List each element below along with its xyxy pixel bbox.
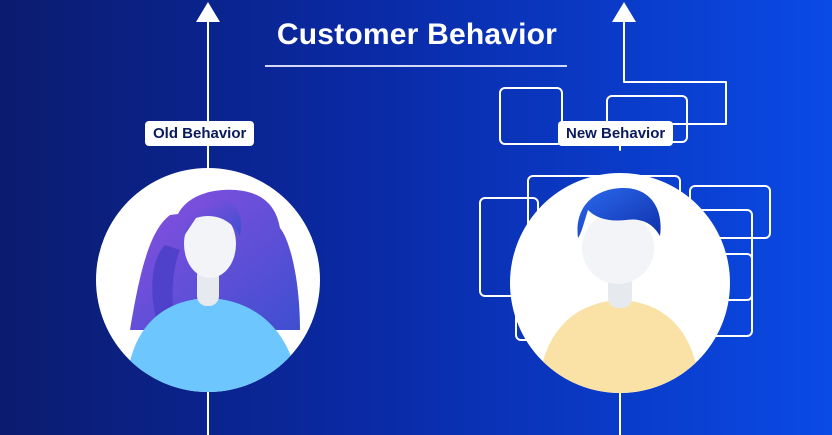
new-behavior-avatar bbox=[510, 173, 730, 393]
arrow-up-icon bbox=[612, 2, 636, 22]
page-title: Customer Behavior bbox=[276, 18, 558, 51]
old-behavior-avatar bbox=[96, 168, 320, 392]
arrow-up-icon bbox=[196, 2, 220, 22]
person-male-icon bbox=[538, 188, 700, 393]
new-behavior-label: New Behavior bbox=[558, 121, 674, 146]
person-female-icon bbox=[126, 189, 300, 392]
old-behavior-label: Old Behavior bbox=[145, 121, 255, 146]
title-divider bbox=[265, 65, 567, 67]
